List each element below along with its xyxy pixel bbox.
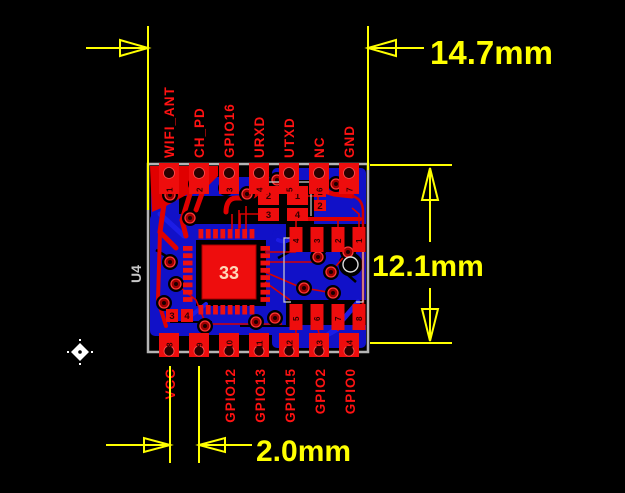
pin-label-gpio0: GPIO0 [343, 368, 358, 414]
pin-label-wifi-ant: WIFI_ANT [162, 86, 177, 158]
pin-label-nc: NC [312, 137, 327, 159]
height-dimension-label: 12.1mm [372, 250, 484, 283]
flash-pad-number: 8 [355, 316, 364, 321]
flash-pad-number: 1 [355, 238, 364, 243]
module-pad-1[interactable]: 1 [159, 163, 179, 194]
flash-pad-number: 2 [334, 238, 343, 243]
pin-label-utxd: UTXD [282, 117, 297, 158]
pad-number: 10 [226, 340, 235, 349]
pad-number: 3 [226, 187, 235, 192]
height-arrow-down-head-icon [420, 308, 440, 342]
pad-number: 11 [256, 340, 265, 349]
pad-number: 5 [286, 187, 295, 192]
dimension-width[interactable]: 14.7mm [86, 26, 553, 210]
aux-pad-number: 2 [317, 201, 322, 212]
pin-label-gpio16: GPIO16 [222, 103, 237, 158]
flash-pad-number: 3 [313, 238, 322, 243]
pin-label-gpio2: GPIO2 [313, 368, 328, 414]
module-pad-6[interactable]: 6 [309, 163, 329, 194]
width-dimension-label: 14.7mm [430, 34, 553, 71]
pad-number: 4 [256, 187, 265, 192]
pin-label-gnd: GND [342, 125, 357, 158]
pitch-dimension-label: 2.0mm [256, 435, 351, 468]
crystal-pad-number: 4 [295, 210, 301, 221]
pad-number: 14 [346, 340, 355, 349]
crystal-pad-number: 1 [295, 191, 301, 202]
width-arrow-right-head-icon [364, 38, 397, 58]
flash-pad-number: 4 [292, 238, 301, 243]
aux-pad-number: 4 [184, 311, 190, 322]
aux-pad-number: 3 [169, 311, 174, 322]
refdes-label[interactable]: U4 [128, 265, 144, 283]
width-arrow-left-head-icon [119, 38, 152, 58]
mounting-hole [342, 256, 359, 273]
aux-component-left[interactable]: 3 4 [166, 309, 193, 322]
pitch-arrow-right-head-icon [195, 436, 226, 454]
pad-number: 8 [166, 342, 175, 347]
module-pad-7[interactable]: 7 [339, 163, 359, 194]
pin-label-gpio15: GPIO15 [283, 368, 298, 423]
pin-labels-bottom: VCC GPIO12 GPIO13 GPIO15 GPIO2 GPIO0 [163, 368, 358, 423]
flash-courtyard-left [283, 237, 291, 303]
flash-chip[interactable]: 4 3 2 1 5 6 7 8 [283, 227, 366, 330]
pin-label-gpio12: GPIO12 [223, 368, 238, 423]
module-pad-2[interactable]: 2 [189, 163, 209, 194]
module-top-pads: 1 2 3 4 5 [159, 163, 359, 194]
module-pad-11[interactable]: 11 [249, 333, 269, 357]
flash-pad-number: 7 [334, 316, 343, 321]
main-ic[interactable]: 33 [183, 229, 270, 315]
height-arrow-up-head-icon [420, 167, 440, 201]
pad-number: 6 [316, 187, 325, 192]
module-pad-5[interactable]: 5 [279, 163, 299, 194]
pad-number: 12 [286, 340, 295, 349]
pad-number: 13 [316, 340, 325, 349]
pitch-arrow-left-head-icon [143, 436, 174, 454]
flash-pad-number: 6 [313, 316, 322, 321]
crystal-pad-number: 2 [266, 191, 271, 202]
main-ic-body [201, 244, 257, 300]
module-pad-3[interactable]: 3 [219, 163, 239, 194]
pin-label-ch-pd: CH_PD [192, 107, 207, 158]
module-pad-10[interactable]: 10 [219, 333, 239, 357]
dimension-pitch[interactable]: 2.0mm [106, 366, 351, 468]
pin-label-gpio13: GPIO13 [253, 368, 268, 423]
pin-labels-top: WIFI_ANT CH_PD GPIO16 URXD UTXD NC GND [162, 86, 357, 158]
pcb-module[interactable]: 33 2 1 3 4 4 3 2 [146, 162, 370, 357]
pad-number: 7 [346, 187, 355, 192]
pad-number: 2 [196, 187, 205, 192]
pad-number: 1 [166, 187, 175, 192]
pin-label-urxd: URXD [252, 116, 267, 158]
module-pad-13[interactable]: 13 [309, 333, 329, 357]
origin-marker-icon [67, 339, 93, 365]
flash-pad-number: 5 [292, 316, 301, 321]
module-pad-12[interactable]: 12 [279, 333, 299, 357]
crystal-pad-number: 3 [266, 210, 271, 221]
module-pad-4[interactable]: 4 [249, 163, 269, 194]
module-bottom-pads: 8 9 10 11 12 [159, 333, 359, 357]
pad-number: 9 [196, 342, 205, 347]
main-ic-label: 33 [219, 263, 239, 283]
module-pad-9[interactable]: 9 [189, 333, 209, 357]
module-pad-8[interactable]: 8 [159, 333, 179, 357]
dimension-height[interactable]: 12.1mm [370, 164, 484, 344]
module-pad-14[interactable]: 14 [339, 333, 359, 357]
